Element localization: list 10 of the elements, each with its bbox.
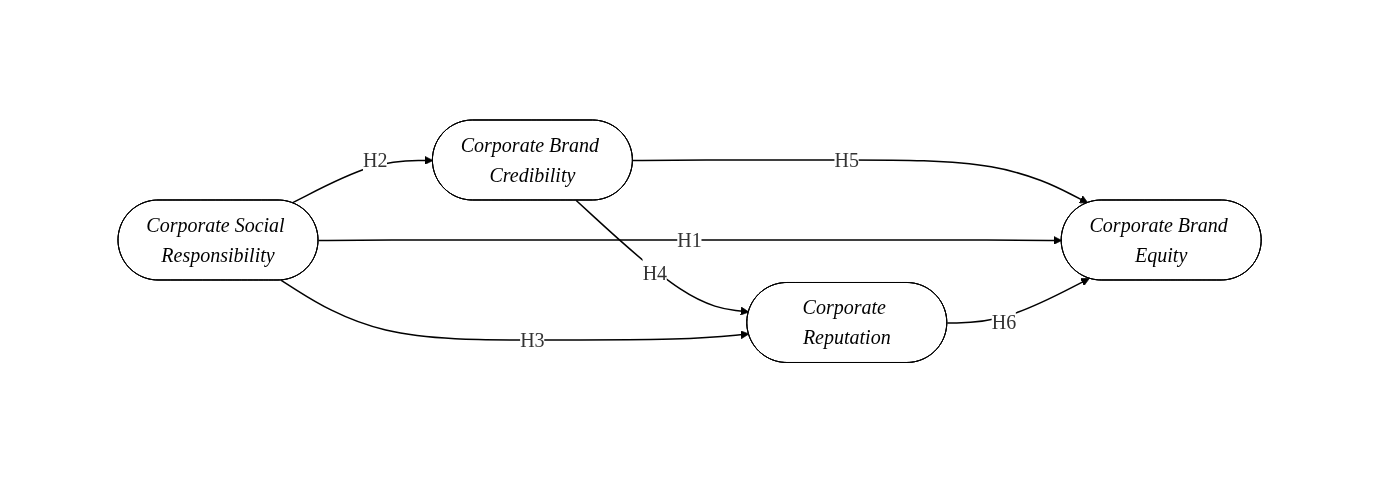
arrow (632, 159, 1089, 204)
edge-label: H4 (643, 261, 668, 284)
edge-label: H3 (520, 328, 546, 351)
edge-label: H2 (363, 148, 388, 171)
edge-label: H6 (992, 311, 1017, 334)
arrow (575, 199, 750, 316)
arrow (318, 235, 1063, 245)
edge-label: H1 (677, 228, 703, 251)
edge-label: H5 (834, 148, 860, 171)
arrow (280, 279, 750, 341)
